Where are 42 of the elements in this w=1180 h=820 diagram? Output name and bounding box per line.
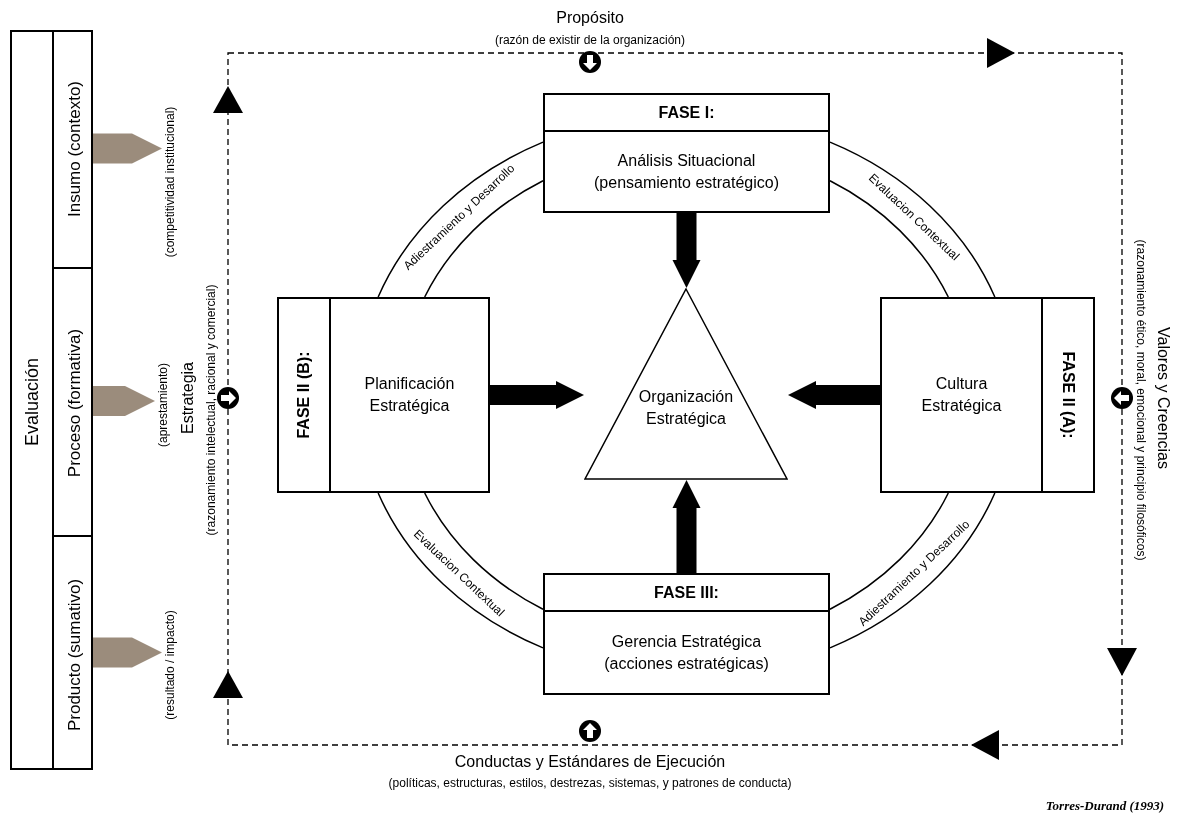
- stage-text: Insumo (contexto): [63, 80, 85, 217]
- subtitle-text: (políticas, estructuras, estilos, destrezas, sistemas, y patrones de conducta): [388, 775, 792, 792]
- phase-text: Planificación Estratégica: [363, 374, 456, 416]
- heading-text: Conductas y Estándares de Ejecución: [454, 752, 726, 772]
- heading-text: Valores y Creencias: [1154, 327, 1173, 469]
- block-arrow: [672, 480, 701, 573]
- phase-text: Análisis Situacional (pensamiento estratégico): [593, 150, 780, 193]
- ring-band: [829, 492, 996, 649]
- block-arrow: [490, 381, 584, 409]
- phase-box: [543, 573, 830, 695]
- phase-box: [543, 93, 830, 213]
- panel-title: Evaluación: [20, 357, 43, 447]
- heading-text: Propósito: [556, 8, 624, 28]
- phase-title: FASE II (A):: [1059, 351, 1078, 439]
- phase-box: [880, 297, 1095, 493]
- block-arrow: [672, 213, 701, 288]
- stage-box: [52, 535, 93, 770]
- triangle-shape: [584, 288, 788, 480]
- subtitle-text: (razonamiento ético, moral, emocional y principio filosóficos): [1133, 239, 1149, 561]
- annotation-text: (resultado / impacto): [161, 610, 179, 720]
- block-arrow: [788, 381, 880, 409]
- evaluation-panel: [10, 30, 93, 770]
- block-arrow: [93, 637, 162, 668]
- annotation-text: (competitividad institucional): [161, 106, 179, 258]
- phase-title: FASE II (B):: [294, 351, 313, 439]
- citation-text: Torres-Durand (1993): [1045, 797, 1165, 816]
- block-arrow: [93, 386, 155, 416]
- subtitle-text: (razón de existir de la organización): [494, 32, 686, 49]
- subtitle-text: (razonamiento intelectual, racional y comercial): [203, 284, 219, 536]
- phase-title: FASE III:: [654, 582, 719, 603]
- stage-text: Proceso (formativa): [63, 328, 85, 478]
- stage-box: [52, 267, 93, 535]
- heading-text: Estrategia: [178, 362, 197, 434]
- node-text: Organización Estratégica: [637, 387, 735, 429]
- block-arrow: [93, 133, 162, 164]
- annotation-text: (aprestamiento): [154, 363, 172, 447]
- phase-text: Cultura Estratégica: [920, 374, 1003, 416]
- phase-title: FASE I:: [658, 102, 715, 123]
- phase-box: [277, 297, 490, 493]
- phase-text: Gerencia Estratégica (acciones estratégicas): [603, 631, 770, 674]
- ring-band: [829, 141, 996, 298]
- stage-text: Producto (sumativo): [63, 578, 85, 731]
